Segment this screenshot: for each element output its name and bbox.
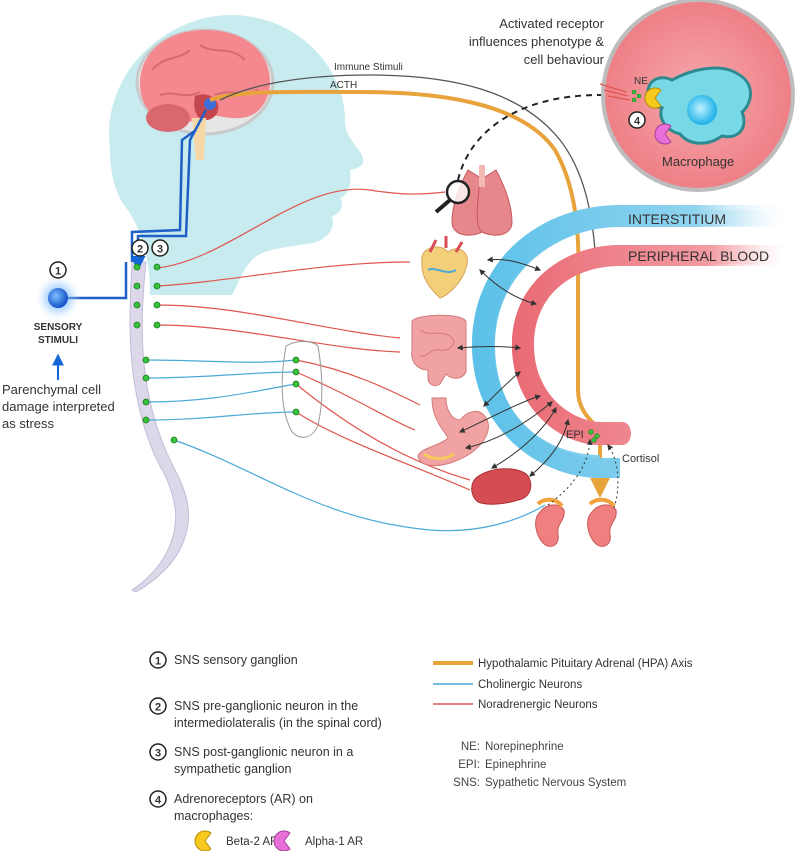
legend-numbered: 1 SNS sensory ganglion 2 SNS pre-ganglio… bbox=[149, 651, 382, 851]
noradrenergic-neurons bbox=[156, 188, 471, 491]
marker-3: 3 bbox=[151, 239, 169, 257]
marker-4: 4 bbox=[628, 111, 646, 129]
sympathetic-ganglion-chain bbox=[281, 341, 323, 438]
alpha1-receptor-icon bbox=[273, 830, 291, 851]
beta2-receptor-on-cell bbox=[644, 87, 662, 109]
heart bbox=[421, 236, 468, 299]
magnifier-icon bbox=[434, 179, 471, 214]
svg-text:macrophages:: macrophages: bbox=[174, 809, 253, 823]
interstitium-label: INTERSTITIUM bbox=[628, 211, 726, 227]
marker-2: 2 bbox=[131, 239, 149, 257]
ganglion-dots bbox=[133, 263, 300, 444]
svg-text:Beta-2 AR: Beta-2 AR bbox=[226, 836, 278, 848]
cholinergic-neurons bbox=[145, 359, 546, 532]
svg-text:Epinephrine: Epinephrine bbox=[485, 759, 546, 771]
adrenal-kidney-right bbox=[587, 497, 617, 547]
epi-label: EPI bbox=[566, 429, 584, 441]
svg-text:EPI:: EPI: bbox=[458, 759, 480, 771]
svg-text:SNS post-ganglionic neuron in: SNS post-ganglionic neuron in a bbox=[174, 745, 353, 759]
svg-text:sympathetic ganglion: sympathetic ganglion bbox=[174, 762, 291, 776]
macrophage-nucleus bbox=[687, 95, 717, 125]
legend-item-4: 4 Adrenoreceptors (AR) on macrophages: bbox=[149, 790, 313, 823]
sensory-stimulus-icon bbox=[34, 274, 82, 322]
legend-item-1: 1 SNS sensory ganglion bbox=[149, 651, 298, 669]
activated-receptor-line-1: Activated receptor bbox=[499, 16, 604, 31]
svg-text:Alpha-1 AR: Alpha-1 AR bbox=[305, 836, 363, 848]
parenchymal-line-3: as stress bbox=[2, 416, 55, 431]
stomach bbox=[417, 397, 489, 466]
immune-stimuli-line bbox=[219, 74, 596, 251]
svg-text:Noradrenergic Neurons: Noradrenergic Neurons bbox=[478, 699, 598, 711]
sensory-stimuli-line-2: STIMULI bbox=[38, 335, 78, 346]
svg-text:SNS sensory ganglion: SNS sensory ganglion bbox=[174, 653, 298, 667]
legend-receptors: Beta-2 AR Alpha-1 AR bbox=[194, 830, 363, 851]
svg-text:4: 4 bbox=[155, 795, 162, 807]
compartment-bands bbox=[472, 205, 790, 478]
exchange-arrows bbox=[456, 256, 570, 477]
macrophage-label: Macrophage bbox=[662, 154, 734, 169]
acth-label: ACTH bbox=[330, 80, 357, 91]
cortisol-label: Cortisol bbox=[622, 453, 659, 465]
svg-text:Cholinergic Neurons: Cholinergic Neurons bbox=[478, 679, 582, 691]
marker-1: 1 bbox=[49, 261, 67, 279]
peripheral-blood-label: PERIPHERAL BLOOD bbox=[628, 248, 769, 264]
svg-text:NE:: NE: bbox=[461, 741, 480, 753]
svg-text:2: 2 bbox=[155, 702, 161, 714]
alpha1-receptor-on-cell bbox=[654, 123, 672, 145]
svg-text:Norepinephrine: Norepinephrine bbox=[485, 741, 564, 753]
intestines bbox=[411, 314, 467, 387]
beta2-receptor-icon bbox=[194, 830, 212, 851]
parenchymal-line-2: damage interpreted bbox=[2, 399, 115, 414]
legend-item-3: 3 SNS post-ganglionic neuron in a sympat… bbox=[149, 743, 353, 776]
svg-text:1: 1 bbox=[155, 656, 161, 668]
macrophage-zoom bbox=[599, 0, 795, 192]
parenchymal-line-1: Parenchymal cell bbox=[2, 382, 101, 397]
svg-text:Adrenoreceptors (AR) on: Adrenoreceptors (AR) on bbox=[174, 792, 313, 806]
svg-text:3: 3 bbox=[157, 244, 163, 256]
svg-text:4: 4 bbox=[634, 116, 641, 128]
cortisol-dotted-arrow bbox=[607, 444, 619, 509]
svg-text:intermediolateralis (in the sp: intermediolateralis (in the spinal cord) bbox=[174, 716, 382, 730]
legend-abbreviations: NE: Norepinephrine EPI: Epinephrine SNS:… bbox=[453, 741, 626, 789]
svg-text:Hypothalamic Pituitary Adrenal: Hypothalamic Pituitary Adrenal (HPA) Axi… bbox=[478, 658, 693, 670]
immune-stimuli-label: Immune Stimuli bbox=[334, 62, 403, 73]
adrenal-kidney-left bbox=[535, 497, 565, 547]
ne-label: NE bbox=[634, 76, 648, 87]
activated-receptor-line-3: cell behaviour bbox=[524, 52, 605, 67]
epi-dots bbox=[588, 429, 600, 443]
svg-text:2: 2 bbox=[137, 244, 143, 256]
brain bbox=[135, 28, 275, 160]
legend-lines: Hypothalamic Pituitary Adrenal (HPA) Axi… bbox=[433, 658, 693, 711]
svg-text:SNS pre-ganglionic neuron in t: SNS pre-ganglionic neuron in the bbox=[174, 699, 358, 713]
spinal-column bbox=[129, 261, 189, 593]
epi-dotted-arrow bbox=[547, 438, 593, 506]
liver bbox=[471, 468, 532, 505]
legend-item-2: 2 SNS pre-ganglionic neuron in the inter… bbox=[149, 697, 382, 730]
activated-receptor-line-2: influences phenotype & bbox=[469, 34, 604, 49]
hpa-axis-line bbox=[209, 89, 610, 498]
svg-text:SNS:: SNS: bbox=[453, 777, 480, 789]
svg-text:1: 1 bbox=[55, 266, 61, 278]
svg-text:Sypathetic Nervous System: Sypathetic Nervous System bbox=[485, 777, 626, 789]
svg-text:3: 3 bbox=[155, 748, 161, 760]
sensory-stimuli-line-1: SENSORY bbox=[34, 322, 83, 333]
